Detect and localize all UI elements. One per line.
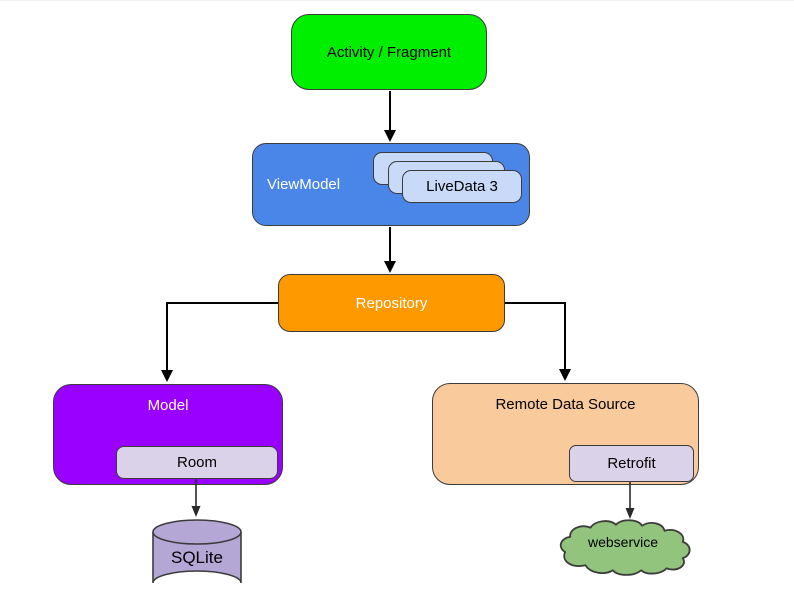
retrofit-label: Retrofit xyxy=(607,455,656,472)
model-label: Model xyxy=(147,396,189,414)
arrow-repository-to-remote xyxy=(505,302,571,381)
node-viewmodel: ViewModel LiveData 3 xyxy=(252,143,530,226)
livedata-card-front: LiveData 3 xyxy=(402,170,522,203)
livedata-label: LiveData 3 xyxy=(426,178,498,195)
node-remote-data-source: Remote Data Source Retrofit xyxy=(432,383,699,485)
viewmodel-label: ViewModel xyxy=(267,176,341,193)
arrow-viewmodel-to-repository xyxy=(384,227,396,273)
node-activity-fragment: Activity / Fragment xyxy=(291,14,487,90)
repository-label: Repository xyxy=(355,294,428,312)
arrow-repository-to-model xyxy=(161,302,278,382)
remote-data-source-label: Remote Data Source xyxy=(495,395,636,413)
room-label: Room xyxy=(176,454,217,471)
cloud-icon xyxy=(559,519,691,576)
database-cylinder-icon xyxy=(152,519,242,584)
node-retrofit: Retrofit xyxy=(569,445,694,482)
node-repository: Repository xyxy=(278,274,505,332)
arrow-retrofit-to-webservice xyxy=(625,482,635,519)
node-model: Model Room xyxy=(53,384,283,485)
arrow-activity-to-viewmodel xyxy=(384,91,396,142)
node-room: Room xyxy=(116,446,278,479)
webservice-label: webservice xyxy=(587,534,659,550)
activity-fragment-label: Activity / Fragment xyxy=(326,43,452,61)
sqlite-label: SQLite xyxy=(171,548,223,567)
